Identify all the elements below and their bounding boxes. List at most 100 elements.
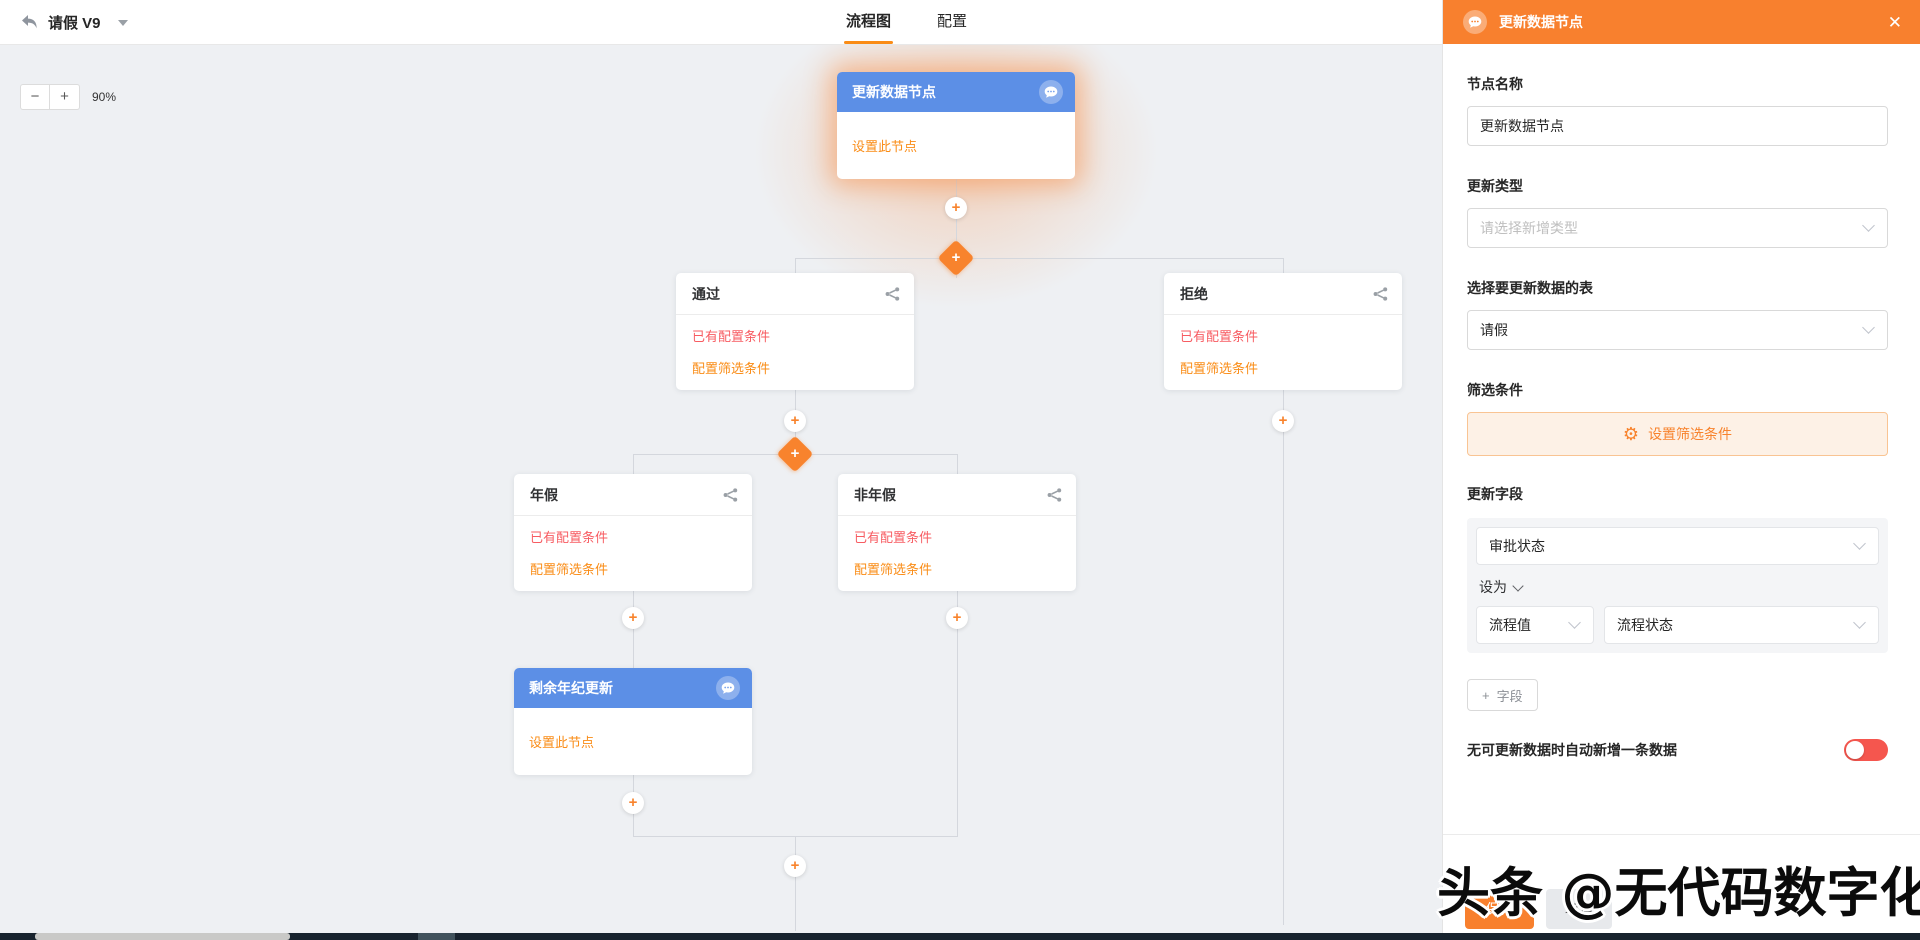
set-filter-button[interactable]: ⚙ 设置筛选条件 xyxy=(1467,412,1888,456)
node-body: 已有配置条件 配置筛选条件 xyxy=(514,516,752,591)
flow-line xyxy=(1283,259,1284,273)
watermark: 头条 @无代码数字化 xyxy=(1437,863,1920,924)
node-title: 剩余年纪更新 xyxy=(529,680,613,696)
zoom-control: − + 90% xyxy=(20,84,116,110)
add-node-button[interactable]: + xyxy=(784,855,806,877)
node-body: 已有配置条件 配置筛选条件 xyxy=(838,516,1076,591)
node-annual[interactable]: 年假 已有配置条件 配置筛选条件 xyxy=(514,474,752,591)
node-title: 非年假 xyxy=(854,486,896,503)
node-body: 设置此节点 xyxy=(514,708,752,775)
update-type-select[interactable]: 请选择新增类型 xyxy=(1467,208,1888,248)
add-node-button[interactable]: + xyxy=(946,607,968,629)
active-tab-underline xyxy=(844,41,894,44)
plus-icon: + xyxy=(790,445,800,462)
node-header: 非年假 xyxy=(838,474,1076,516)
auto-create-row: 无可更新数据时自动新增一条数据 xyxy=(1467,739,1888,761)
zoom-in-button[interactable]: + xyxy=(50,84,80,110)
select-value: 审批状态 xyxy=(1489,538,1545,554)
node-header: 拒绝 xyxy=(1164,273,1402,315)
link-configure-filter[interactable]: 配置筛选条件 xyxy=(530,562,609,577)
link-existing-condition[interactable]: 已有配置条件 xyxy=(692,329,771,344)
share-icon[interactable] xyxy=(1046,487,1063,503)
chevron-down-icon xyxy=(1512,579,1524,592)
value-type-select[interactable]: 流程值 xyxy=(1476,606,1594,644)
add-node-button[interactable]: + xyxy=(945,197,967,219)
scrollbar-segment xyxy=(418,933,455,940)
table-label: 选择要更新数据的表 xyxy=(1467,280,1593,296)
scrollbar-thumb[interactable] xyxy=(35,933,290,940)
plus-icon: + xyxy=(951,249,961,266)
link-configure-filter[interactable]: 配置筛选条件 xyxy=(692,361,771,376)
add-node-button[interactable]: + xyxy=(1272,410,1294,432)
plus-icon: + xyxy=(1482,687,1490,703)
node-title: 年假 xyxy=(530,486,558,503)
flow-line xyxy=(633,836,958,837)
close-icon[interactable]: ✕ xyxy=(1887,12,1902,32)
view-tabs: 流程图 配置 xyxy=(844,0,967,44)
node-remain-update[interactable]: 剩余年纪更新 设置此节点 xyxy=(514,668,752,775)
set-as-dropdown[interactable]: 设为 xyxy=(1479,577,1879,597)
panel-footer: 保存 取消 xyxy=(1443,834,1920,934)
comment-icon[interactable] xyxy=(716,676,740,700)
link-existing-condition[interactable]: 已有配置条件 xyxy=(1180,329,1259,344)
node-body: 设置此节点 xyxy=(837,112,1075,179)
flow-line xyxy=(957,455,958,474)
flow-canvas[interactable]: − + 90% + + + + + + + + + 更新数据节点 xyxy=(0,44,1442,933)
branch-diamond[interactable]: + xyxy=(776,435,814,473)
toggle-knob xyxy=(1846,741,1864,759)
add-node-button[interactable]: + xyxy=(622,792,644,814)
title-caret-icon[interactable] xyxy=(118,20,128,26)
value-select[interactable]: 流程状态 xyxy=(1604,606,1879,644)
node-update-data[interactable]: 更新数据节点 设置此节点 xyxy=(837,72,1075,179)
share-icon[interactable] xyxy=(884,286,901,302)
add-field-button[interactable]: + 字段 xyxy=(1467,679,1538,711)
auto-create-label: 无可更新数据时自动新增一条数据 xyxy=(1467,742,1677,758)
set-node-link[interactable]: 设置此节点 xyxy=(529,735,595,750)
share-icon[interactable] xyxy=(1372,286,1389,302)
link-configure-filter[interactable]: 配置筛选条件 xyxy=(1180,361,1259,376)
flow-line xyxy=(1283,385,1284,925)
cancel-button[interactable]: 取消 xyxy=(1546,889,1612,929)
top-header: 请假 V9 流程图 配置 xyxy=(0,0,1442,45)
auto-create-toggle[interactable] xyxy=(1844,739,1888,761)
link-existing-condition[interactable]: 已有配置条件 xyxy=(854,530,933,545)
bottom-scrollbar[interactable] xyxy=(0,933,1920,940)
field-select[interactable]: 审批状态 xyxy=(1476,527,1879,565)
workflow-title[interactable]: 请假 V9 xyxy=(48,15,101,32)
flow-line xyxy=(795,837,796,931)
link-configure-filter[interactable]: 配置筛选条件 xyxy=(854,562,933,577)
zoom-level: 90% xyxy=(92,90,117,104)
add-node-button[interactable]: + xyxy=(784,410,806,432)
chevron-down-icon xyxy=(1853,537,1866,550)
node-settings-panel: 更新数据节点 ✕ 节点名称 更新类型 请选择新增类型 选择要更新数据的表 请假 … xyxy=(1442,0,1920,940)
table-select[interactable]: 请假 xyxy=(1467,310,1888,350)
set-as-label: 设为 xyxy=(1479,579,1507,595)
select-value: 请假 xyxy=(1480,322,1508,338)
node-reject[interactable]: 拒绝 已有配置条件 配置筛选条件 xyxy=(1164,273,1402,390)
flow-line xyxy=(795,259,796,273)
panel-header: 更新数据节点 ✕ xyxy=(1443,0,1920,44)
link-existing-condition[interactable]: 已有配置条件 xyxy=(530,530,609,545)
branch-diamond[interactable]: + xyxy=(937,239,975,277)
zoom-out-button[interactable]: − xyxy=(20,84,50,110)
node-pass[interactable]: 通过 已有配置条件 配置筛选条件 xyxy=(676,273,914,390)
node-non-annual[interactable]: 非年假 已有配置条件 配置筛选条件 xyxy=(838,474,1076,591)
node-body: 已有配置条件 配置筛选条件 xyxy=(1164,315,1402,390)
node-name-input[interactable] xyxy=(1467,106,1888,146)
add-node-button[interactable]: + xyxy=(622,607,644,629)
tab-flowchart[interactable]: 流程图 xyxy=(844,0,894,44)
select-placeholder: 请选择新增类型 xyxy=(1480,220,1578,236)
chevron-down-icon xyxy=(1862,321,1875,334)
select-value: 流程值 xyxy=(1489,617,1531,633)
save-button[interactable]: 保存 xyxy=(1465,889,1534,929)
update-fields-card: 审批状态 设为 流程值 流程状态 xyxy=(1467,518,1888,653)
back-button[interactable] xyxy=(20,13,40,31)
set-node-link[interactable]: 设置此节点 xyxy=(852,139,918,154)
share-icon[interactable] xyxy=(722,487,739,503)
tab-config[interactable]: 配置 xyxy=(937,0,967,44)
update-fields-label: 更新字段 xyxy=(1467,486,1523,502)
node-title: 拒绝 xyxy=(1180,285,1208,302)
comment-icon[interactable] xyxy=(1039,80,1063,104)
flow-line xyxy=(957,586,958,836)
